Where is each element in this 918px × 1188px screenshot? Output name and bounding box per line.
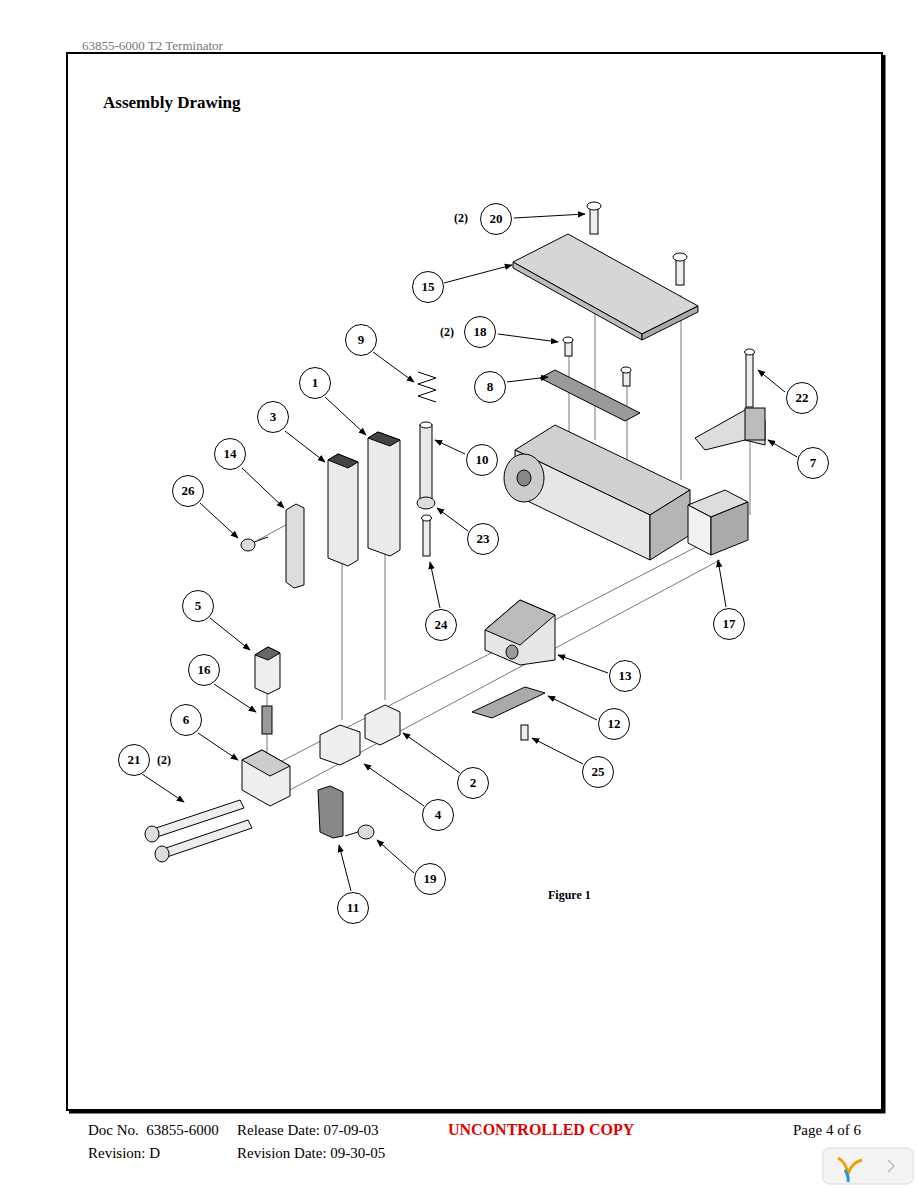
figure-caption: Figure 1 [548, 888, 591, 903]
callout-circle: 16 [188, 654, 220, 686]
callout-number: 8 [487, 379, 494, 395]
callout-number: 20 [490, 211, 503, 227]
revision: Revision: D [88, 1145, 160, 1162]
callout-circle: 13 [609, 660, 641, 692]
revision-date: Revision Date: 09-30-05 [237, 1145, 385, 1162]
callout-number: 19 [424, 871, 437, 887]
callout-number: 9 [358, 332, 365, 348]
callout-circle: 14 [214, 438, 246, 470]
callout-number: 3 [270, 409, 277, 425]
quantity-note: (2) [440, 325, 454, 340]
callout-circle: 20 [480, 203, 512, 235]
callout-number: 26 [182, 483, 195, 499]
callout-number: 21 [128, 752, 141, 768]
callout-number: 13 [619, 668, 632, 684]
callout-circle: 5 [182, 590, 214, 622]
leader-arrows [142, 214, 797, 891]
callout-circle: 25 [582, 756, 614, 788]
callout-circle: 15 [412, 271, 444, 303]
callout-circle: 24 [425, 609, 457, 641]
callout-circle: 26 [172, 475, 204, 507]
page-number: Page 4 of 6 [793, 1122, 861, 1139]
callout-number: 17 [723, 616, 736, 632]
callout-circle: 17 [713, 608, 745, 640]
callout-number: 5 [195, 598, 202, 614]
parts [145, 202, 765, 862]
page-frame [67, 53, 882, 1110]
callout-circle: 1 [299, 367, 331, 399]
callout-number: 16 [198, 662, 211, 678]
callout-number: 22 [796, 390, 809, 406]
callout-circle: 11 [337, 892, 369, 924]
callout-circle: 21 [118, 744, 150, 776]
callout-circle: 9 [345, 324, 377, 356]
callout-circle: 7 [797, 447, 829, 479]
frame-shadow [69, 55, 884, 1112]
callout-circle: 10 [466, 444, 498, 476]
callout-number: 12 [608, 716, 621, 732]
callout-number: 18 [474, 324, 487, 340]
callout-number: 11 [347, 900, 359, 916]
callout-circle: 12 [598, 708, 630, 740]
callout-number: 1 [312, 375, 319, 391]
logo [823, 1148, 913, 1184]
callout-circle: 6 [170, 704, 202, 736]
quantity-note: (2) [157, 753, 171, 768]
doc-number: Doc No. 63855-6000 [88, 1122, 219, 1139]
callout-number: 10 [476, 452, 489, 468]
watermark: UNCONTROLLED COPY [448, 1121, 634, 1139]
title: Assembly Drawing [103, 93, 240, 113]
callout-circle: 8 [474, 371, 506, 403]
callout-number: 6 [183, 712, 190, 728]
callout-circle: 19 [414, 863, 446, 895]
callout-number: 14 [224, 446, 237, 462]
callout-circle: 4 [422, 799, 454, 831]
callout-circle: 2 [457, 767, 489, 799]
callout-number: 24 [435, 617, 448, 633]
release-date: Release Date: 07-09-03 [237, 1122, 379, 1139]
callout-number: 25 [592, 764, 605, 780]
quantity-note: (2) [454, 211, 468, 226]
callout-number: 23 [477, 531, 490, 547]
callout-number: 15 [422, 279, 435, 295]
callout-circle: 3 [257, 401, 289, 433]
callout-number: 4 [435, 807, 442, 823]
callout-number: 7 [810, 455, 817, 471]
callout-circle: 22 [786, 382, 818, 414]
callout-circle: 18 [464, 316, 496, 348]
callout-circle: 23 [467, 523, 499, 555]
header-text: 63855-6000 T2 Terminator [82, 38, 223, 54]
callout-number: 2 [470, 775, 477, 791]
